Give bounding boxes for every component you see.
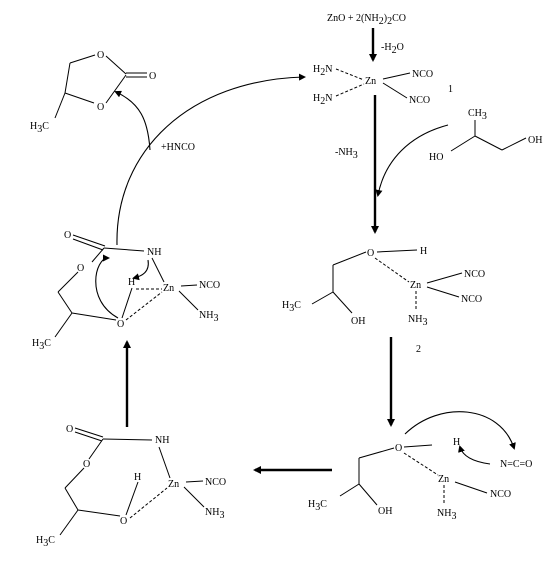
zinc-atom: Zn	[163, 283, 174, 294]
hydrogen-atom: H	[128, 277, 135, 288]
methyl-group: H3C	[308, 499, 327, 513]
oxygen-atom: O	[367, 248, 374, 259]
reagent-text: ZnO + 2(NH2)2CO	[327, 13, 406, 27]
proton-transfer-arrow	[458, 445, 491, 465]
oh-group: OH	[528, 135, 542, 146]
ammonia-ligand: NH3	[205, 507, 224, 521]
zinc-atom: Zn	[365, 76, 376, 87]
carbonyl-oxygen: O	[66, 424, 73, 435]
nco-ligand-a: NCO	[464, 269, 485, 280]
ring-closure-arrow	[95, 254, 119, 319]
nco-ligand: NCO	[205, 477, 226, 488]
nco-ligand: NCO	[490, 489, 511, 500]
methyl-group: H3C	[30, 121, 49, 135]
zinc-atom: Zn	[410, 280, 421, 291]
hydroxyl-group: OH	[378, 506, 392, 517]
ho-group: HO	[429, 152, 443, 163]
isocyanate: N=C=O	[500, 459, 532, 470]
reagent-equation: ZnO + 2(NH2)2CO	[327, 13, 406, 27]
ring-oxygen: O	[77, 263, 84, 274]
proton-shift-arrow	[132, 259, 149, 281]
zinc-atom: Zn	[168, 479, 179, 490]
hydroxyl-group: OH	[351, 316, 365, 327]
ring-oxygen: O	[83, 459, 90, 470]
hydrogen-atom: H	[420, 246, 427, 257]
intermediate-3: O H H3C OH N=C=O Zn NCO NH3	[308, 437, 532, 522]
nco-ligand: NCO	[199, 280, 220, 291]
hnco-addition-label: +HNCO	[161, 142, 195, 153]
carbamate-complex-cyclizing: O NH O H3C O H Zn NCO NH3	[32, 230, 220, 352]
compound-number-2: 2	[416, 344, 421, 355]
lower-oxygen: O	[120, 516, 127, 527]
propylene-carbonate-product: O O O H3C	[30, 50, 156, 135]
methyl-group: H3C	[32, 338, 51, 352]
nh-group: NH	[147, 247, 161, 258]
ring-oxygen-bottom: O	[97, 102, 104, 113]
ammonia-ligand: NH3	[437, 508, 456, 522]
compound-number-1: 1	[448, 84, 453, 95]
intermediate-2: O H H3C OH Zn NCO NCO NH3 2	[282, 246, 485, 355]
glycol-addition-arrow	[375, 124, 449, 197]
lower-oxygen: O	[117, 319, 124, 330]
nucleophilic-attack-arrow	[404, 411, 516, 450]
water-loss-label: -H2O	[381, 42, 404, 56]
ring-oxygen-top: O	[97, 50, 104, 61]
nco-ligand-b: NCO	[409, 95, 430, 106]
carbamate-complex-bottom: O NH O H3C O H Zn NCO NH3	[36, 424, 226, 549]
ammonia-loss-label: -NH3	[335, 147, 358, 161]
catalyst-regeneration-arrow	[116, 73, 306, 246]
nco-ligand-a: NCO	[412, 69, 433, 80]
methyl-group: H3C	[282, 300, 301, 314]
zinc-complex-1: H2N H2N Zn NCO NCO 1	[313, 64, 453, 107]
ch3-group: CH3	[468, 108, 487, 122]
oxygen-atom: O	[395, 443, 402, 454]
nco-ligand-b: NCO	[461, 294, 482, 305]
ammonia-ligand: NH3	[199, 310, 218, 324]
hydrogen-atom: H	[134, 472, 141, 483]
nh-group: NH	[155, 435, 169, 446]
product-release-arrow	[114, 90, 151, 151]
carbonyl-oxygen: O	[149, 71, 156, 82]
methyl-group: H3C	[36, 535, 55, 549]
carbonyl-oxygen: O	[64, 230, 71, 241]
ammonia-ligand: NH3	[408, 314, 427, 328]
propylene-glycol: CH3 HO OH	[429, 108, 542, 163]
hydrogen-atom: H	[453, 437, 460, 448]
nh2-ligand-a: H2N	[313, 64, 332, 78]
zinc-atom: Zn	[438, 474, 449, 485]
nh2-ligand-b: H2N	[313, 93, 332, 107]
